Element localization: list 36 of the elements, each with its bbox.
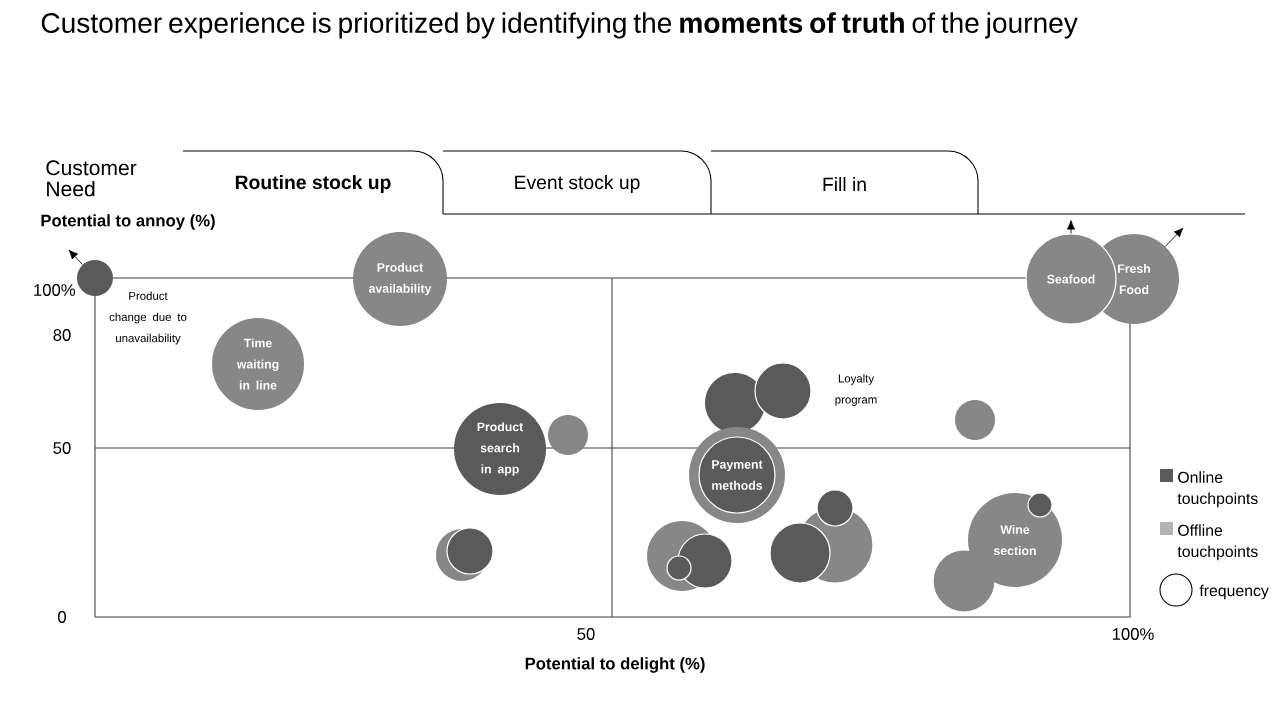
tab: Event stock up	[442, 150, 712, 215]
bubble	[816, 489, 854, 527]
axis-title: Potential to delight (%)	[525, 657, 705, 673]
bubble	[754, 362, 812, 420]
bubble	[548, 415, 588, 455]
bubble: Seafood	[1025, 233, 1117, 325]
annotation: Loyalty program	[835, 374, 877, 406]
bubble	[769, 522, 831, 584]
node-label: Fresh Food	[1118, 263, 1150, 295]
legend-label: Online touchpoints	[1177, 471, 1258, 508]
bubble: Payment methods	[698, 436, 776, 514]
bubble	[446, 527, 494, 575]
tab: Routine stock up	[182, 150, 444, 215]
tick-label: 80	[53, 329, 71, 341]
bubble: Wine section	[968, 493, 1062, 587]
bubble: Time waiting in line	[212, 318, 304, 410]
bubble: Product availability	[353, 232, 447, 326]
arrow	[1165, 227, 1184, 247]
arrow	[1067, 220, 1076, 234]
tab: Fill in	[710, 150, 979, 215]
legend-label: Offline touchpoints	[1177, 524, 1258, 561]
tick-label: 50	[53, 442, 71, 454]
row-heading: Customer Need	[46, 160, 137, 197]
bubble	[666, 555, 692, 581]
arrow	[68, 249, 83, 265]
bubble	[955, 400, 995, 440]
tick-label: 50	[577, 628, 595, 640]
bubble-caption: Product change due to unavailability	[109, 291, 187, 345]
axis-title: Potential to annoy (%)	[41, 214, 215, 230]
bubble	[677, 533, 733, 589]
bubble	[77, 260, 113, 296]
tick-label: 0	[58, 611, 66, 623]
bubble: Product search in app	[454, 403, 546, 495]
legend-label: frequency	[1199, 584, 1269, 600]
tick-label: 100%	[1112, 628, 1154, 640]
title: Customer experience is prioritized by identifying the moments of truth of the journey	[41, 12, 1078, 39]
